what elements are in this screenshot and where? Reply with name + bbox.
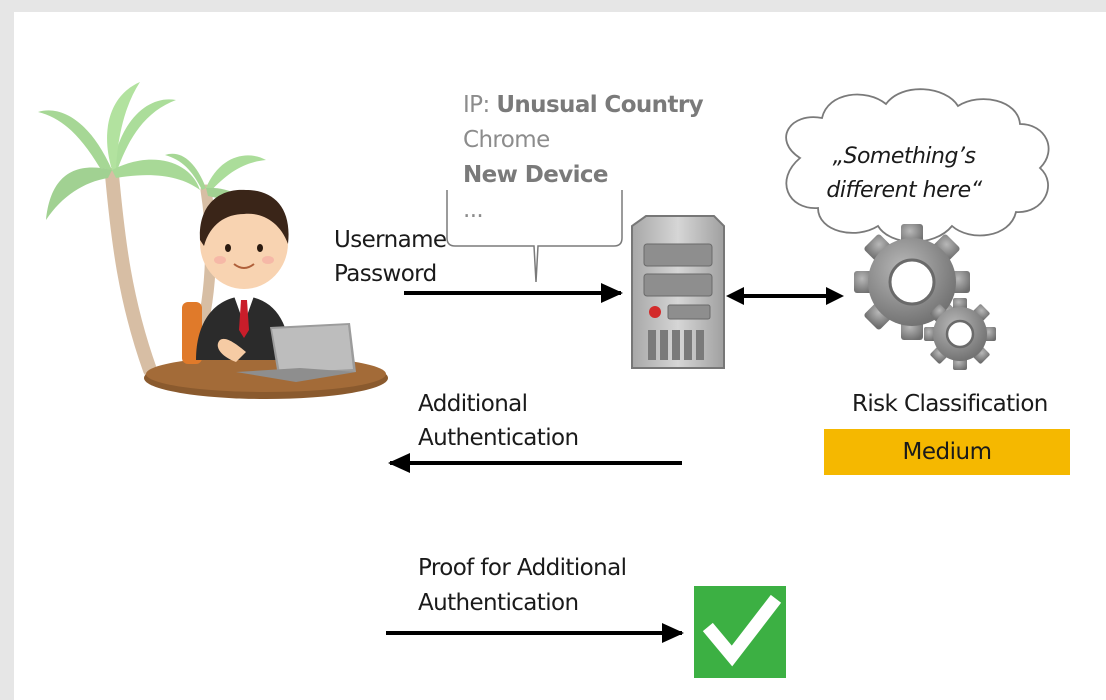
risk-level-value: Medium: [902, 439, 992, 465]
context-more: ...: [463, 197, 484, 223]
thought-text: „Something’s different here“: [804, 140, 1004, 208]
additional-auth-line-1: Additional: [418, 391, 528, 417]
server-risk-arrow: [726, 287, 844, 305]
risk-level-badge: Medium: [824, 429, 1070, 475]
checkmark-icon: [694, 586, 786, 678]
businessman-at-laptop-icon: [182, 189, 356, 382]
thought-line-1: „Something’s: [832, 144, 976, 169]
thought-cloud: [785, 88, 1050, 243]
context-browser: Chrome: [463, 127, 550, 153]
context-ip-value: Unusual Country: [496, 92, 703, 118]
username-label: Username: [334, 227, 447, 253]
context-device: New Device: [463, 162, 609, 188]
thought-line-2: different here“: [826, 178, 982, 203]
additional-auth-line-2: Authentication: [418, 425, 579, 451]
proof-line-2: Authentication: [418, 590, 579, 616]
context-ip-line: IP: Unusual Country: [463, 88, 704, 123]
gears-icon: [854, 224, 996, 370]
server-icon: [631, 215, 725, 369]
proof-line-1: Proof for Additional: [418, 555, 627, 581]
risk-classification-label: Risk Classification: [852, 391, 1048, 417]
password-label: Password: [334, 261, 437, 287]
context-bracket: [446, 190, 623, 283]
context-ip-prefix: IP:: [463, 92, 497, 118]
